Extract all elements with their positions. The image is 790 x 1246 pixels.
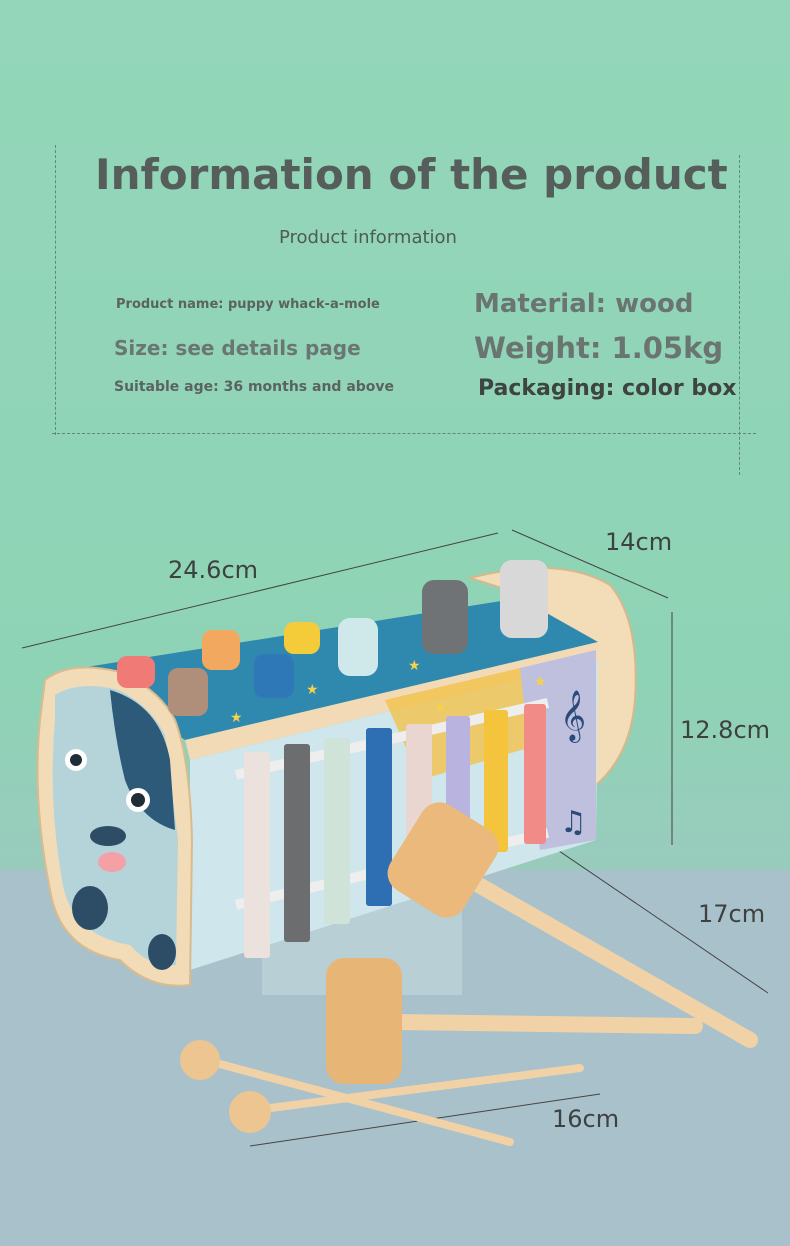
star-icon: ★ ★ ★ ★ ★ — [230, 658, 547, 726]
puppy-paw-right — [148, 934, 176, 970]
svg-text:★: ★ — [534, 674, 547, 690]
xylophone-rail-top — [235, 698, 550, 780]
panel-right-border — [739, 155, 740, 475]
dimension-length: 24.6cm — [168, 556, 259, 584]
dimension-height: 12.8cm — [680, 716, 771, 744]
panel-left-border — [55, 145, 56, 435]
puppy-paw-left — [72, 886, 108, 930]
dimension-width: 14cm — [605, 528, 673, 556]
product-name-label: Product name: puppy whack-a-mole — [116, 297, 380, 312]
age-label: Suitable age: 36 months and above — [114, 379, 395, 395]
board-top — [80, 598, 598, 740]
svg-text:★: ★ — [306, 682, 319, 698]
page-subtitle: Product information — [279, 227, 457, 248]
dim-line-length — [21, 532, 499, 649]
treble-clef-icon: 𝄞 — [560, 690, 586, 743]
music-note-icon: ♫ — [560, 805, 587, 840]
svg-text:★: ★ — [408, 658, 421, 674]
peg-set — [117, 560, 548, 716]
packaging-label: Packaging: color box — [478, 376, 737, 401]
wooden-hammer-large — [387, 802, 758, 1048]
weight-label: Weight: 1.05kg — [474, 331, 724, 365]
dimension-hammer: 17cm — [698, 900, 766, 928]
puppy-tongue — [98, 852, 126, 872]
puppy-nose — [90, 826, 126, 846]
page-title: Information of the product — [95, 150, 728, 199]
svg-text:★: ★ — [434, 700, 447, 716]
panel-bottom-border — [52, 433, 756, 434]
xylophone-mallets — [180, 1040, 584, 1146]
size-label: Size: see details page — [114, 336, 361, 360]
dim-line-width — [511, 529, 669, 599]
wooden-hammer-small — [326, 958, 703, 1084]
dimension-mallet: 16cm — [552, 1105, 620, 1133]
puppy-ear-patch — [110, 690, 175, 830]
svg-text:★: ★ — [230, 710, 243, 726]
material-label: Material: wood — [474, 289, 694, 319]
